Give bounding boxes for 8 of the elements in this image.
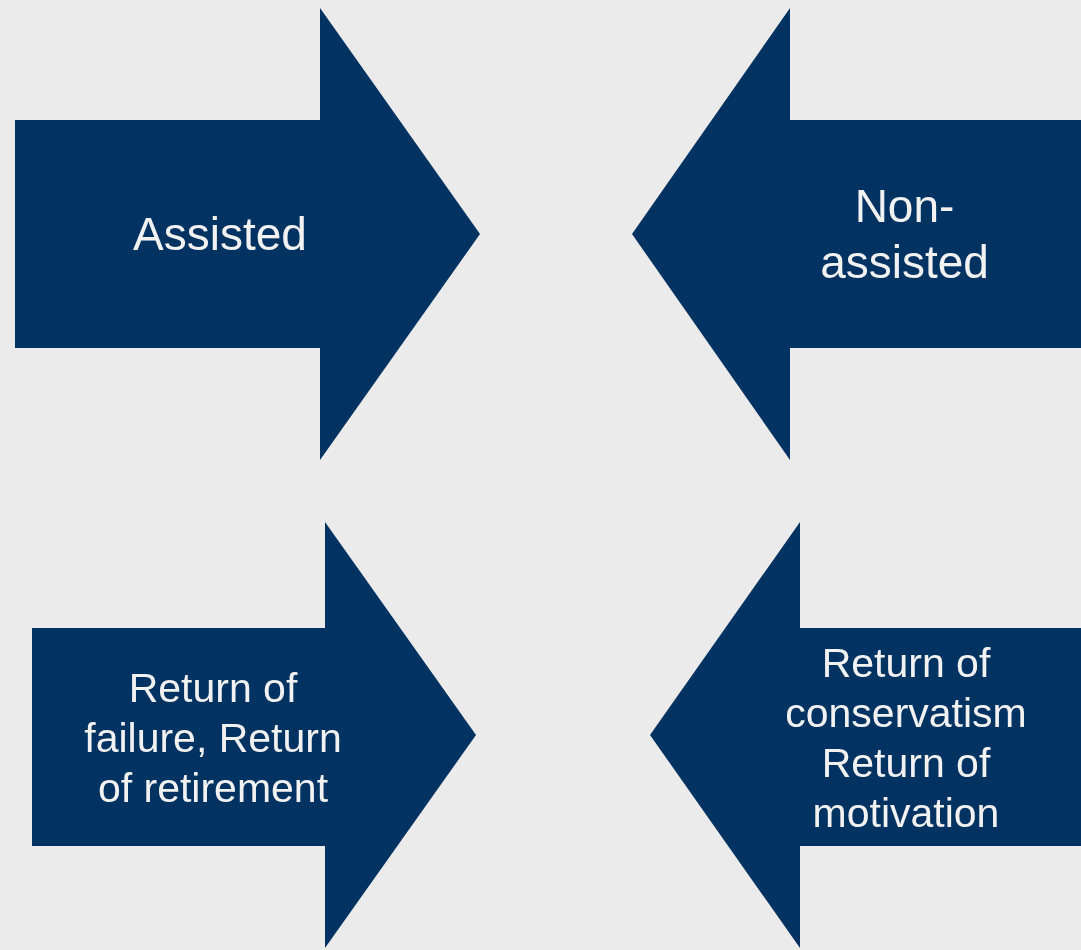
right-arrow-shape	[32, 522, 476, 948]
arrow-label: Assisted	[132, 206, 308, 262]
left-arrow-shape	[632, 8, 1081, 460]
arrow-label: Return of conservatism Return of motivation	[784, 638, 1028, 838]
arrow-label: Return of failure, Return of retirement	[83, 663, 343, 813]
left-arrow-shape	[650, 522, 1081, 948]
right-arrow-shape	[15, 8, 480, 460]
arrow-label: Non- assisted	[819, 178, 990, 290]
